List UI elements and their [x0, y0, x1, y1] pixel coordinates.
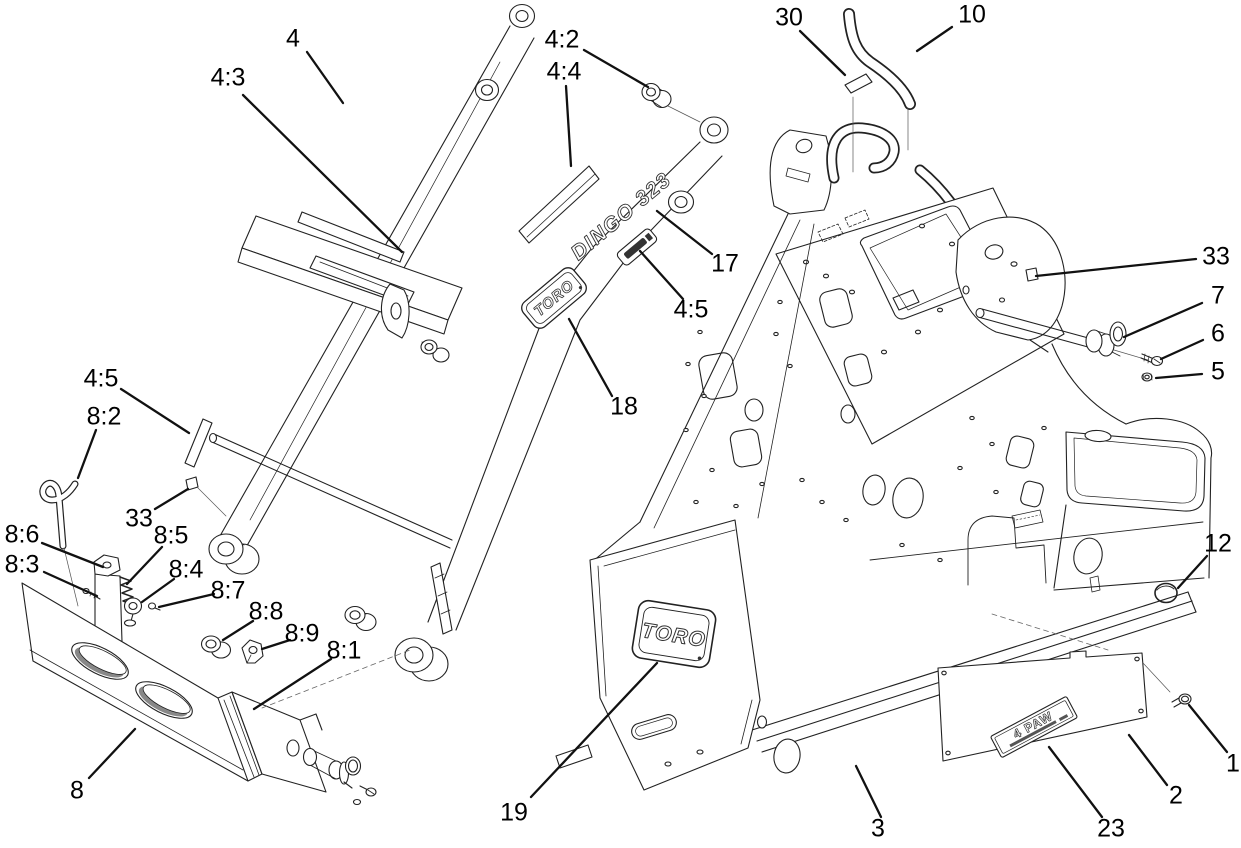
- frame-loop-handle: [826, 122, 900, 184]
- frame-left-ear: [769, 129, 832, 215]
- callout-33-left-label: 33: [125, 504, 153, 533]
- callout-8-1-label: 8:1: [326, 636, 362, 665]
- callout-8-9-label: 8:9: [284, 619, 320, 648]
- cap-plug-12: [1154, 582, 1178, 604]
- callout-8-4-label: 8:4: [168, 555, 204, 584]
- callout-7-label: 7: [1211, 281, 1225, 310]
- rear-lift-arm: [208, 3, 536, 575]
- arm-cross-member: [237, 211, 463, 363]
- hook-plate-8-9: [241, 639, 264, 664]
- callout-4-2-label: 4:2: [544, 25, 580, 54]
- clevis-pin-7: [975, 307, 1149, 361]
- main-frame-assembly: TORO 4 PAW: [555, 8, 1213, 791]
- bushing-4-2: [641, 82, 701, 123]
- backing-plate-8-1: [231, 649, 411, 793]
- callout-19-label: 19: [500, 798, 528, 827]
- front-frame: TORO: [555, 519, 801, 791]
- callout-6-label: 6: [1211, 319, 1225, 348]
- fender-platform: [1053, 417, 1213, 593]
- attachment-mount-group: [21, 418, 411, 806]
- callout-30-label: 30: [775, 3, 803, 32]
- bushing-8-8-left: [200, 635, 232, 659]
- mount-plate-8: [21, 582, 263, 782]
- latch-8-4: [123, 597, 143, 627]
- callout-8-5-label: 8:5: [153, 521, 189, 550]
- leader-lines: [40, 25, 1229, 819]
- frame-tower: [591, 213, 1127, 563]
- callout-8-7-label: 8:7: [210, 576, 246, 605]
- callout-8-label: 8: [70, 776, 84, 805]
- arm-torque-tube: [208, 432, 453, 549]
- hook-rod-8-2: [39, 479, 79, 607]
- callout-18-label: 18: [610, 392, 638, 421]
- decal-4-5-left: [184, 418, 213, 468]
- callout-4-4-label: 4:4: [546, 57, 582, 86]
- callout-8-8-label: 8:8: [248, 597, 284, 626]
- decal-lower-arm-stripe: [430, 562, 453, 635]
- callout-4-5-left-label: 4:5: [83, 364, 119, 393]
- callout-2-label: 2: [1169, 781, 1183, 810]
- callout-8-6-label: 8:6: [4, 520, 40, 549]
- callout-23-label: 23: [1097, 814, 1125, 843]
- access-panel-2: 4 PAW: [937, 613, 1148, 762]
- washer-33-left: [185, 476, 199, 491]
- klik-pin-assembly: [302, 747, 377, 806]
- screw-1: [1142, 662, 1192, 708]
- callout-4-label: 4: [286, 24, 300, 53]
- callout-12-label: 12: [1204, 529, 1232, 558]
- callout-8-3-label: 8:3: [4, 550, 40, 579]
- screw-6: [1140, 353, 1164, 367]
- callout-17-label: 17: [711, 249, 739, 278]
- decal-4-5-arm: [616, 228, 658, 266]
- screw-8-7: [147, 602, 161, 611]
- decal-toro-frame: TORO: [631, 599, 717, 669]
- callout-4-5-top-label: 4:5: [673, 295, 709, 324]
- callout-8-2-label: 8:2: [86, 402, 122, 431]
- decal-30: [844, 73, 873, 94]
- nut-5: [1141, 372, 1153, 382]
- callout-3-label: 3: [871, 814, 885, 843]
- handle-10: [843, 8, 916, 110]
- callout-33-right-label: 33: [1202, 242, 1230, 271]
- bushing-8-8-right: [344, 605, 377, 632]
- decal-4-4: [518, 165, 600, 244]
- decal-4-3: [297, 211, 405, 263]
- callout-5-label: 5: [1211, 357, 1225, 386]
- callout-4-3-label: 4:3: [210, 63, 246, 92]
- callout-10-label: 10: [958, 0, 986, 29]
- callout-1-label: 1: [1226, 749, 1240, 778]
- washer-33-right: [1025, 267, 1039, 282]
